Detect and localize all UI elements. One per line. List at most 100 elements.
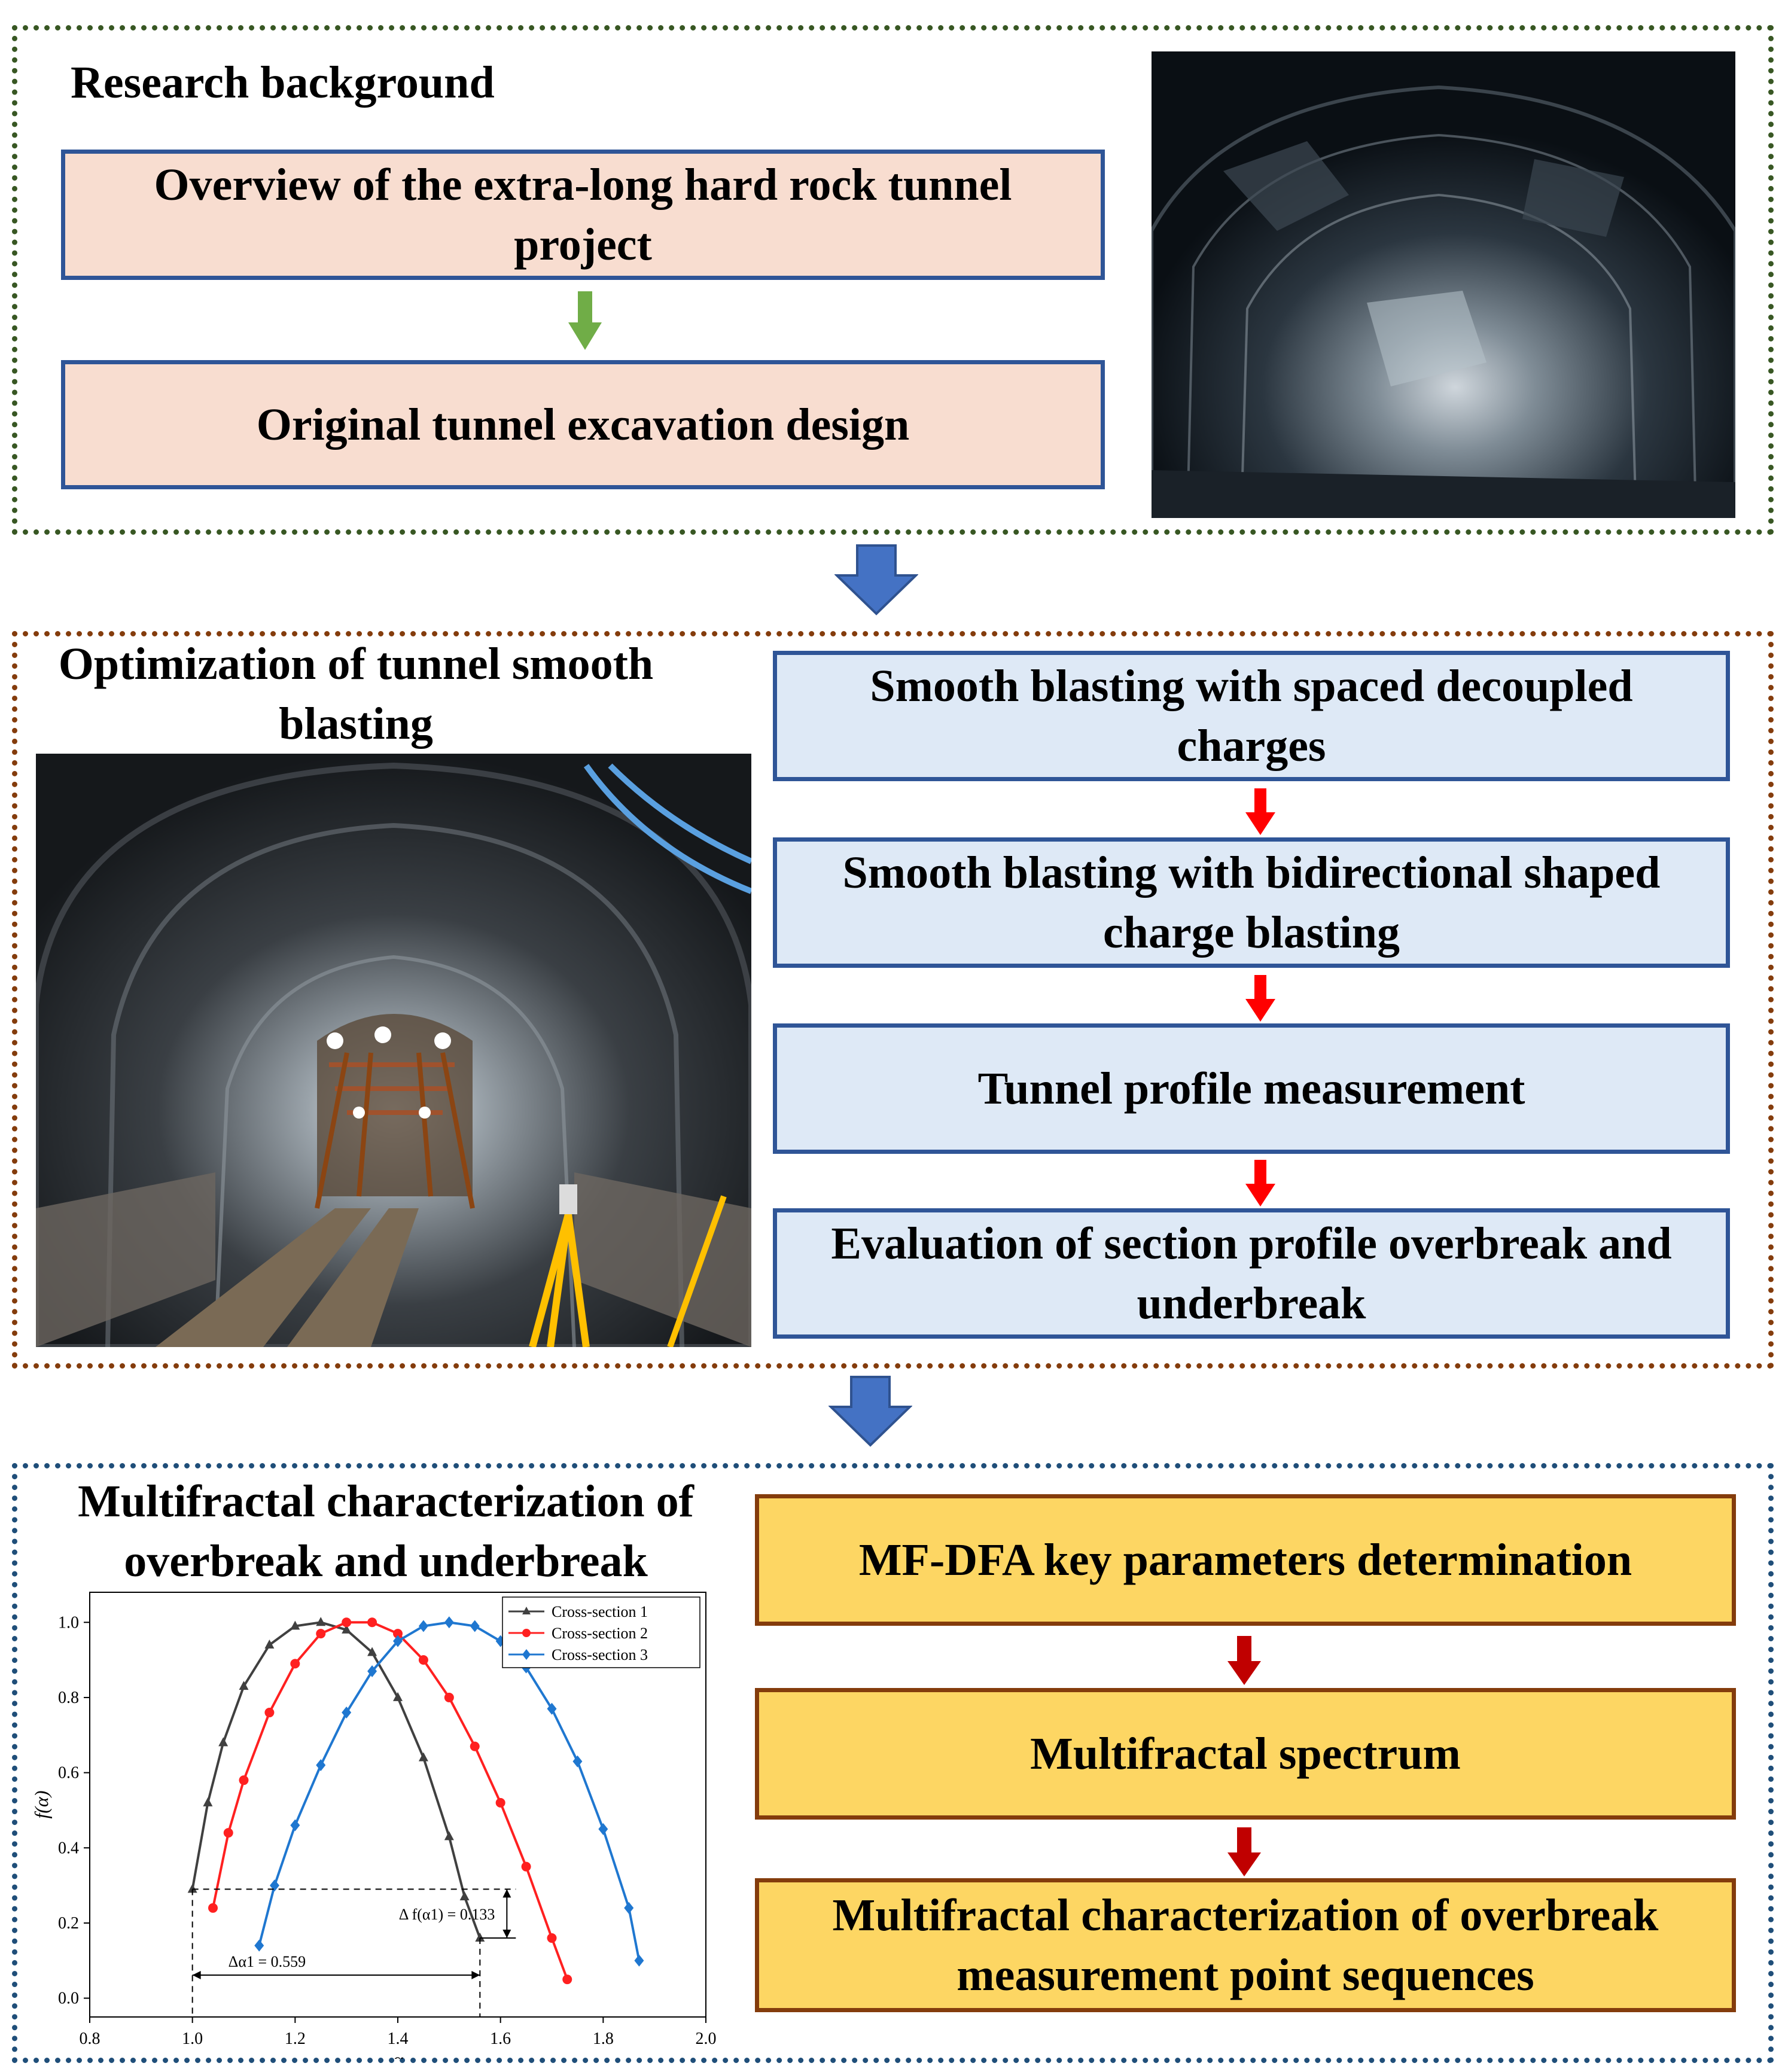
data-point: [624, 1902, 634, 1914]
red-down-arrow-icon: [1245, 788, 1275, 835]
legend-label: Cross-section 1: [552, 1603, 648, 1620]
y-axis-label: f(α): [31, 1791, 52, 1819]
step-spaced-decoupled-box: Smooth blasting with spaced decoupled ch…: [773, 651, 1730, 781]
data-point: [572, 1755, 583, 1768]
multifractal-panel: [12, 1463, 1774, 2063]
multifractal-title: Multifractal characterization of overbre…: [78, 1476, 694, 1587]
data-point: [459, 1891, 470, 1900]
legend-label: Cross-section 3: [552, 1646, 648, 1663]
data-point: [342, 1707, 352, 1719]
y-tick-label: 0.2: [58, 1914, 79, 1933]
data-point: [264, 1708, 275, 1718]
big-down-arrow-icon: [828, 1376, 912, 1447]
data-point: [634, 1954, 644, 1967]
step-profile-measurement-box: Tunnel profile measurement: [773, 1023, 1730, 1154]
data-point: [367, 1665, 377, 1677]
tunnel-interior-survey-photo: [36, 754, 751, 1347]
arrow-head: [502, 1889, 511, 1898]
series-line-1: [191, 1621, 482, 1939]
data-point: [418, 1655, 428, 1665]
step-overbreak-evaluation-box: Evaluation of section profile overbreak …: [773, 1208, 1730, 1339]
x-tick-label: 1.0: [182, 2030, 203, 2048]
y-tick-label: 1.0: [58, 1613, 79, 1632]
data-point: [264, 1639, 275, 1649]
data-point: [444, 1692, 454, 1702]
delta-f-label: Δ f(α1) = 0.133: [399, 1906, 495, 1923]
data-point: [562, 1975, 572, 1985]
y-tick-label: 0.8: [58, 1689, 79, 1707]
data-point: [470, 1741, 480, 1751]
y-tick-label: 0.6: [58, 1764, 79, 1782]
data-point: [239, 1775, 249, 1785]
research-background-panel: [12, 25, 1774, 535]
blasting-optimization-panel: [12, 631, 1774, 1369]
step-multifractal-spectrum-box: Multifractal spectrum: [755, 1688, 1736, 1820]
blasting-optimization-title: Optimization of tunnel smooth blasting: [58, 639, 654, 749]
x-tick-label: 2.0: [696, 2030, 717, 2048]
step-bidirectional-shaped-box: Smooth blasting with bidirectional shape…: [773, 837, 1730, 968]
legend-marker: [522, 1607, 531, 1614]
red-down-arrow-icon: [1245, 1160, 1275, 1206]
multifractal-spectrum-chart: 0.8 1.0 1.2 1.4 1.6 1.8 2.0 0.0 0.2 0.4 0.6 0.8 1.0 α…: [31, 1592, 717, 2059]
data-point: [254, 1939, 264, 1952]
legend-label: Cross-section 2: [552, 1625, 648, 1642]
data-point: [393, 1692, 403, 1701]
data-point: [342, 1617, 352, 1628]
data-point: [316, 1617, 326, 1626]
big-down-arrow-icon: [834, 544, 918, 615]
data-point: [598, 1823, 608, 1835]
data-point: [547, 1933, 557, 1943]
x-tick-label: 0.8: [80, 2030, 100, 2048]
research-background-title: Research background: [71, 57, 495, 108]
red-down-arrow-icon: [1245, 975, 1275, 1022]
data-point: [418, 1752, 428, 1762]
data-point: [203, 1797, 213, 1806]
arrow-head: [502, 1930, 511, 1939]
arrow-head: [192, 1971, 201, 1979]
data-point: [470, 1620, 480, 1632]
data-point: [290, 1659, 300, 1669]
data-point: [239, 1681, 249, 1690]
tunnel-face-rock-photo: [1152, 51, 1735, 518]
x-tick-label: 1.4: [388, 2030, 409, 2048]
original-design-box: Original tunnel excavation design: [61, 360, 1105, 489]
x-tick-label: 1.2: [285, 2030, 306, 2048]
y-tick-label: 0.4: [58, 1839, 79, 1857]
x-tick-label: 1.8: [593, 2030, 614, 2048]
data-point: [290, 1819, 300, 1832]
data-point: [290, 1620, 300, 1630]
data-point: [418, 1620, 428, 1632]
data-point: [218, 1737, 229, 1747]
darkred-down-arrow-icon: [1227, 1636, 1261, 1685]
legend-marker: [522, 1649, 531, 1660]
data-point: [444, 1831, 454, 1841]
x-tick-label: 1.6: [490, 2030, 511, 2048]
data-point: [223, 1828, 233, 1838]
data-point: [342, 1624, 352, 1634]
project-overview-box: Overview of the extra-long hard rock tun…: [61, 150, 1105, 280]
data-point: [444, 1616, 454, 1629]
data-point: [316, 1759, 326, 1772]
data-point: [475, 1933, 485, 1942]
data-point: [393, 1629, 403, 1639]
delta-alpha-label: Δα1 = 0.559: [229, 1953, 306, 1970]
step-mfdfa-parameters-box: MF-DFA key parameters determination: [755, 1494, 1736, 1626]
green-down-arrow-icon: [568, 291, 602, 350]
data-point: [547, 1702, 557, 1715]
data-point: [187, 1884, 197, 1893]
step-multifractal-characterization-box: Multifractal characterization of overbre…: [755, 1878, 1736, 2012]
data-point: [521, 1861, 531, 1872]
legend-marker: [522, 1629, 531, 1637]
data-point: [208, 1903, 218, 1913]
y-tick-label: 0.0: [58, 1989, 79, 2008]
series-line-2: [212, 1621, 569, 1980]
x-axis-label: α: [393, 2049, 404, 2059]
data-point: [393, 1635, 403, 1647]
data-point: [270, 1879, 279, 1892]
data-point: [367, 1647, 377, 1656]
data-point: [316, 1629, 326, 1639]
darkred-down-arrow-icon: [1227, 1827, 1261, 1876]
data-point: [495, 1797, 505, 1808]
arrow-head: [471, 1971, 480, 1979]
data-point: [367, 1617, 377, 1628]
